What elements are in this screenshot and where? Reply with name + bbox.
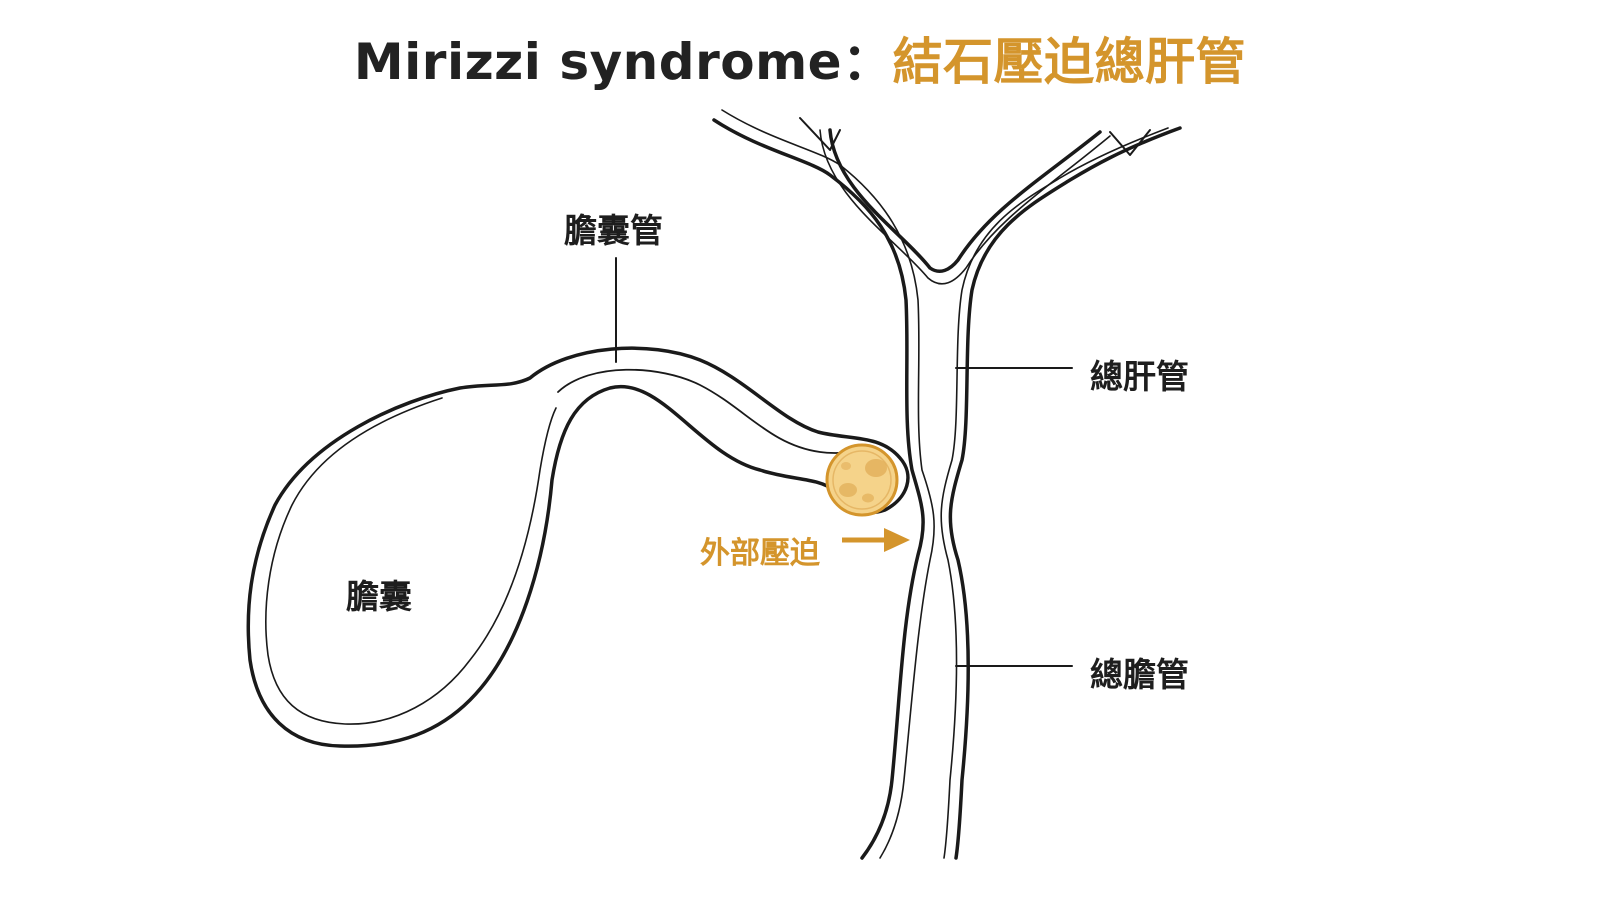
label-gallbladder: 膽囊	[346, 577, 412, 616]
duct-right-inner-wall	[940, 127, 1169, 859]
hepatic-bifurcation	[828, 128, 1102, 273]
diagram-title: Mirizzi syndrome：結石壓迫總肝管	[0, 22, 1600, 94]
compression-arrow	[842, 528, 910, 552]
cystic-duct-inner-line	[557, 368, 881, 454]
left-branch-tip	[799, 117, 841, 151]
title-separator: ：	[842, 33, 893, 91]
gallstone	[825, 443, 899, 517]
duct-right-outer-wall	[948, 126, 1182, 860]
duct-left-outer-wall	[712, 118, 925, 860]
title-chinese: 結石壓迫總肝管	[892, 33, 1247, 91]
label-common-hepatic-duct: 總肝管	[1090, 357, 1189, 396]
right-branch-tip	[1109, 129, 1151, 156]
gallbladder-outer-wall	[246, 346, 910, 748]
title-english: Mirizzi syndrome	[353, 33, 843, 91]
hepatic-bifurcation-inner	[819, 129, 1111, 285]
gallbladder-inner-wall	[265, 397, 557, 725]
label-external-compression: 外部壓迫	[700, 536, 820, 571]
label-common-bile-duct: 總膽管	[1090, 655, 1189, 694]
label-cystic-duct: 膽囊管	[564, 211, 663, 250]
